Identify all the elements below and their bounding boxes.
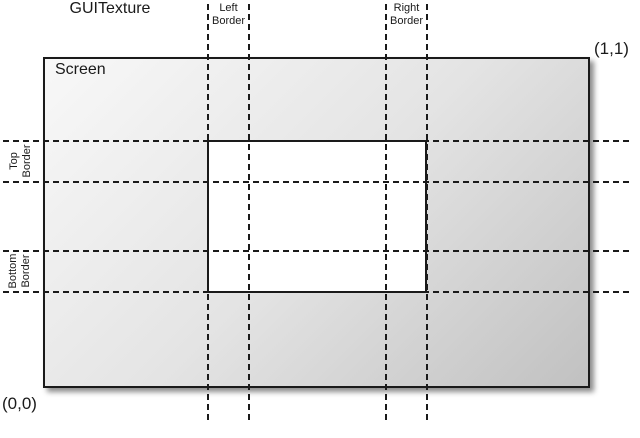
left-border-label-line2: Border bbox=[211, 15, 246, 27]
texture-bottom-edge-line bbox=[3, 291, 631, 293]
bottom-border-label-line1: Bottom bbox=[7, 253, 19, 289]
texture-top-edge-line bbox=[3, 140, 631, 142]
top-border-label-line1: Top bbox=[8, 152, 20, 170]
texture-left-edge-line bbox=[207, 4, 209, 424]
texture-right-edge-line bbox=[426, 4, 428, 424]
coord-origin: (0,0) bbox=[2, 394, 37, 413]
right-border-label-line1: Right bbox=[393, 2, 420, 14]
coord-top-right: (1,1) bbox=[594, 39, 629, 58]
left-border-inset-line bbox=[248, 4, 250, 424]
bottom-border-label: Bottom Border bbox=[0, 251, 40, 291]
right-border-label-line2: Border bbox=[389, 15, 424, 27]
right-border-label: Right Border bbox=[385, 2, 428, 28]
left-border-label-line1: Left bbox=[219, 2, 238, 14]
top-border-label-line2: Border bbox=[21, 144, 33, 178]
left-border-label: Left Border bbox=[207, 2, 250, 28]
screen-label: Screen bbox=[55, 61, 106, 78]
bottom-border-label-line2: Border bbox=[20, 254, 32, 288]
top-border-inset-line bbox=[3, 181, 631, 183]
top-border-label: Top Border bbox=[1, 141, 41, 181]
bottom-border-inset-line bbox=[3, 250, 631, 252]
guitexture-label: GUITexture bbox=[69, 0, 151, 17]
right-border-inset-line bbox=[385, 4, 387, 424]
guitexture-rect bbox=[207, 140, 427, 293]
